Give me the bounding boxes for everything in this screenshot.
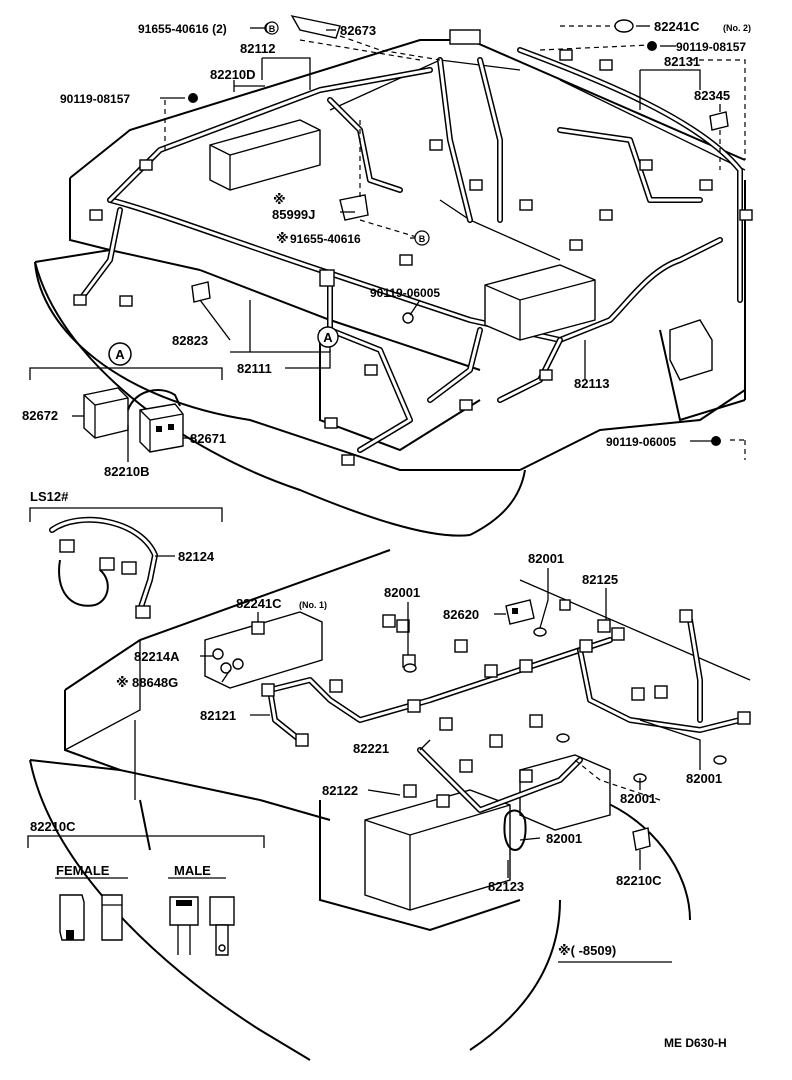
- label-82001-d: 82001: [620, 791, 656, 806]
- label-no2: (No. 2): [723, 23, 751, 33]
- label-82123: 82123: [488, 879, 524, 894]
- label-82241c-no1: 82241C: [236, 596, 282, 611]
- label-82210c-inset: 82210C: [30, 819, 76, 834]
- label-82001-c: 82001: [686, 771, 722, 786]
- label-82671: 82671: [190, 431, 226, 446]
- label-88648g: 88648G: [132, 675, 178, 690]
- label-82673: 82673: [340, 23, 376, 38]
- inset-ls12: [29, 507, 223, 619]
- asterisk-footnote: ※( -8509): [558, 943, 616, 958]
- bottom-leaders: [200, 568, 701, 878]
- label-82241c-no2: 82241C: [654, 19, 700, 34]
- label-82112: 82112: [240, 41, 275, 56]
- label-82122: 82122: [322, 783, 358, 798]
- label-82210c-callout: 82210C: [616, 873, 662, 888]
- svg-text:B: B: [269, 24, 276, 34]
- label-82823: 82823: [172, 333, 208, 348]
- label-82131: 82131: [664, 54, 700, 69]
- label-90119-06005-a: 90119-06005: [370, 286, 440, 300]
- label-82345: 82345: [694, 88, 730, 103]
- label-85999j: 85999J: [272, 207, 315, 222]
- label-90119-08157-b: 90119-08157: [676, 40, 746, 54]
- label-male: MALE: [174, 863, 211, 878]
- inset-a: A: [29, 342, 223, 462]
- label-82125: 82125: [582, 572, 618, 587]
- label-82210b: 82210B: [104, 464, 150, 479]
- label-82620: 82620: [443, 607, 479, 622]
- inset-82210c: [27, 835, 265, 956]
- label-82124: 82124: [178, 549, 215, 564]
- svg-text:B: B: [419, 234, 426, 244]
- marker-b-2: B: [414, 230, 430, 246]
- top-harness: [77, 47, 743, 453]
- top-leaders: [160, 25, 746, 460]
- svg-text:A: A: [115, 347, 125, 362]
- label-ls12: LS12#: [30, 489, 69, 504]
- label-82672: 82672: [22, 408, 58, 423]
- label-82111: 82111: [237, 361, 272, 376]
- label-82001-a: 82001: [384, 585, 420, 600]
- label-91655-40616: 91655-40616: [290, 232, 361, 246]
- marker-b-1: B: [265, 21, 279, 35]
- label-90119-08157-a: 90119-08157: [60, 92, 130, 106]
- asterisk-88648g: ※: [116, 675, 129, 690]
- label-91655-40616-2: 91655-40616 (2): [138, 22, 227, 36]
- bottom-harness: [267, 617, 743, 813]
- label-female: FEMALE: [56, 863, 110, 878]
- label-82113: 82113: [574, 376, 609, 391]
- bottom-battery: [364, 754, 611, 911]
- top-components: [73, 14, 753, 466]
- label-90119-06005-b: 90119-06005: [606, 435, 676, 449]
- asterisk-85999j: ※: [273, 192, 286, 207]
- label-82214a: 82214A: [134, 649, 180, 664]
- label-82121: 82121: [200, 708, 236, 723]
- figure-code: ME D630-H: [664, 1036, 727, 1050]
- label-82001-b: 82001: [528, 551, 564, 566]
- label-no1: (No. 1): [299, 600, 327, 610]
- marker-a-top: A: [317, 326, 339, 348]
- label-82001-e: 82001: [546, 831, 582, 846]
- asterisk-91655: ※: [276, 231, 289, 246]
- svg-text:A: A: [323, 330, 333, 345]
- label-82210d: 82210D: [210, 67, 256, 82]
- bottom-components: [204, 599, 751, 851]
- bottom-car-body: [29, 549, 751, 1061]
- label-82221: 82221: [353, 741, 389, 756]
